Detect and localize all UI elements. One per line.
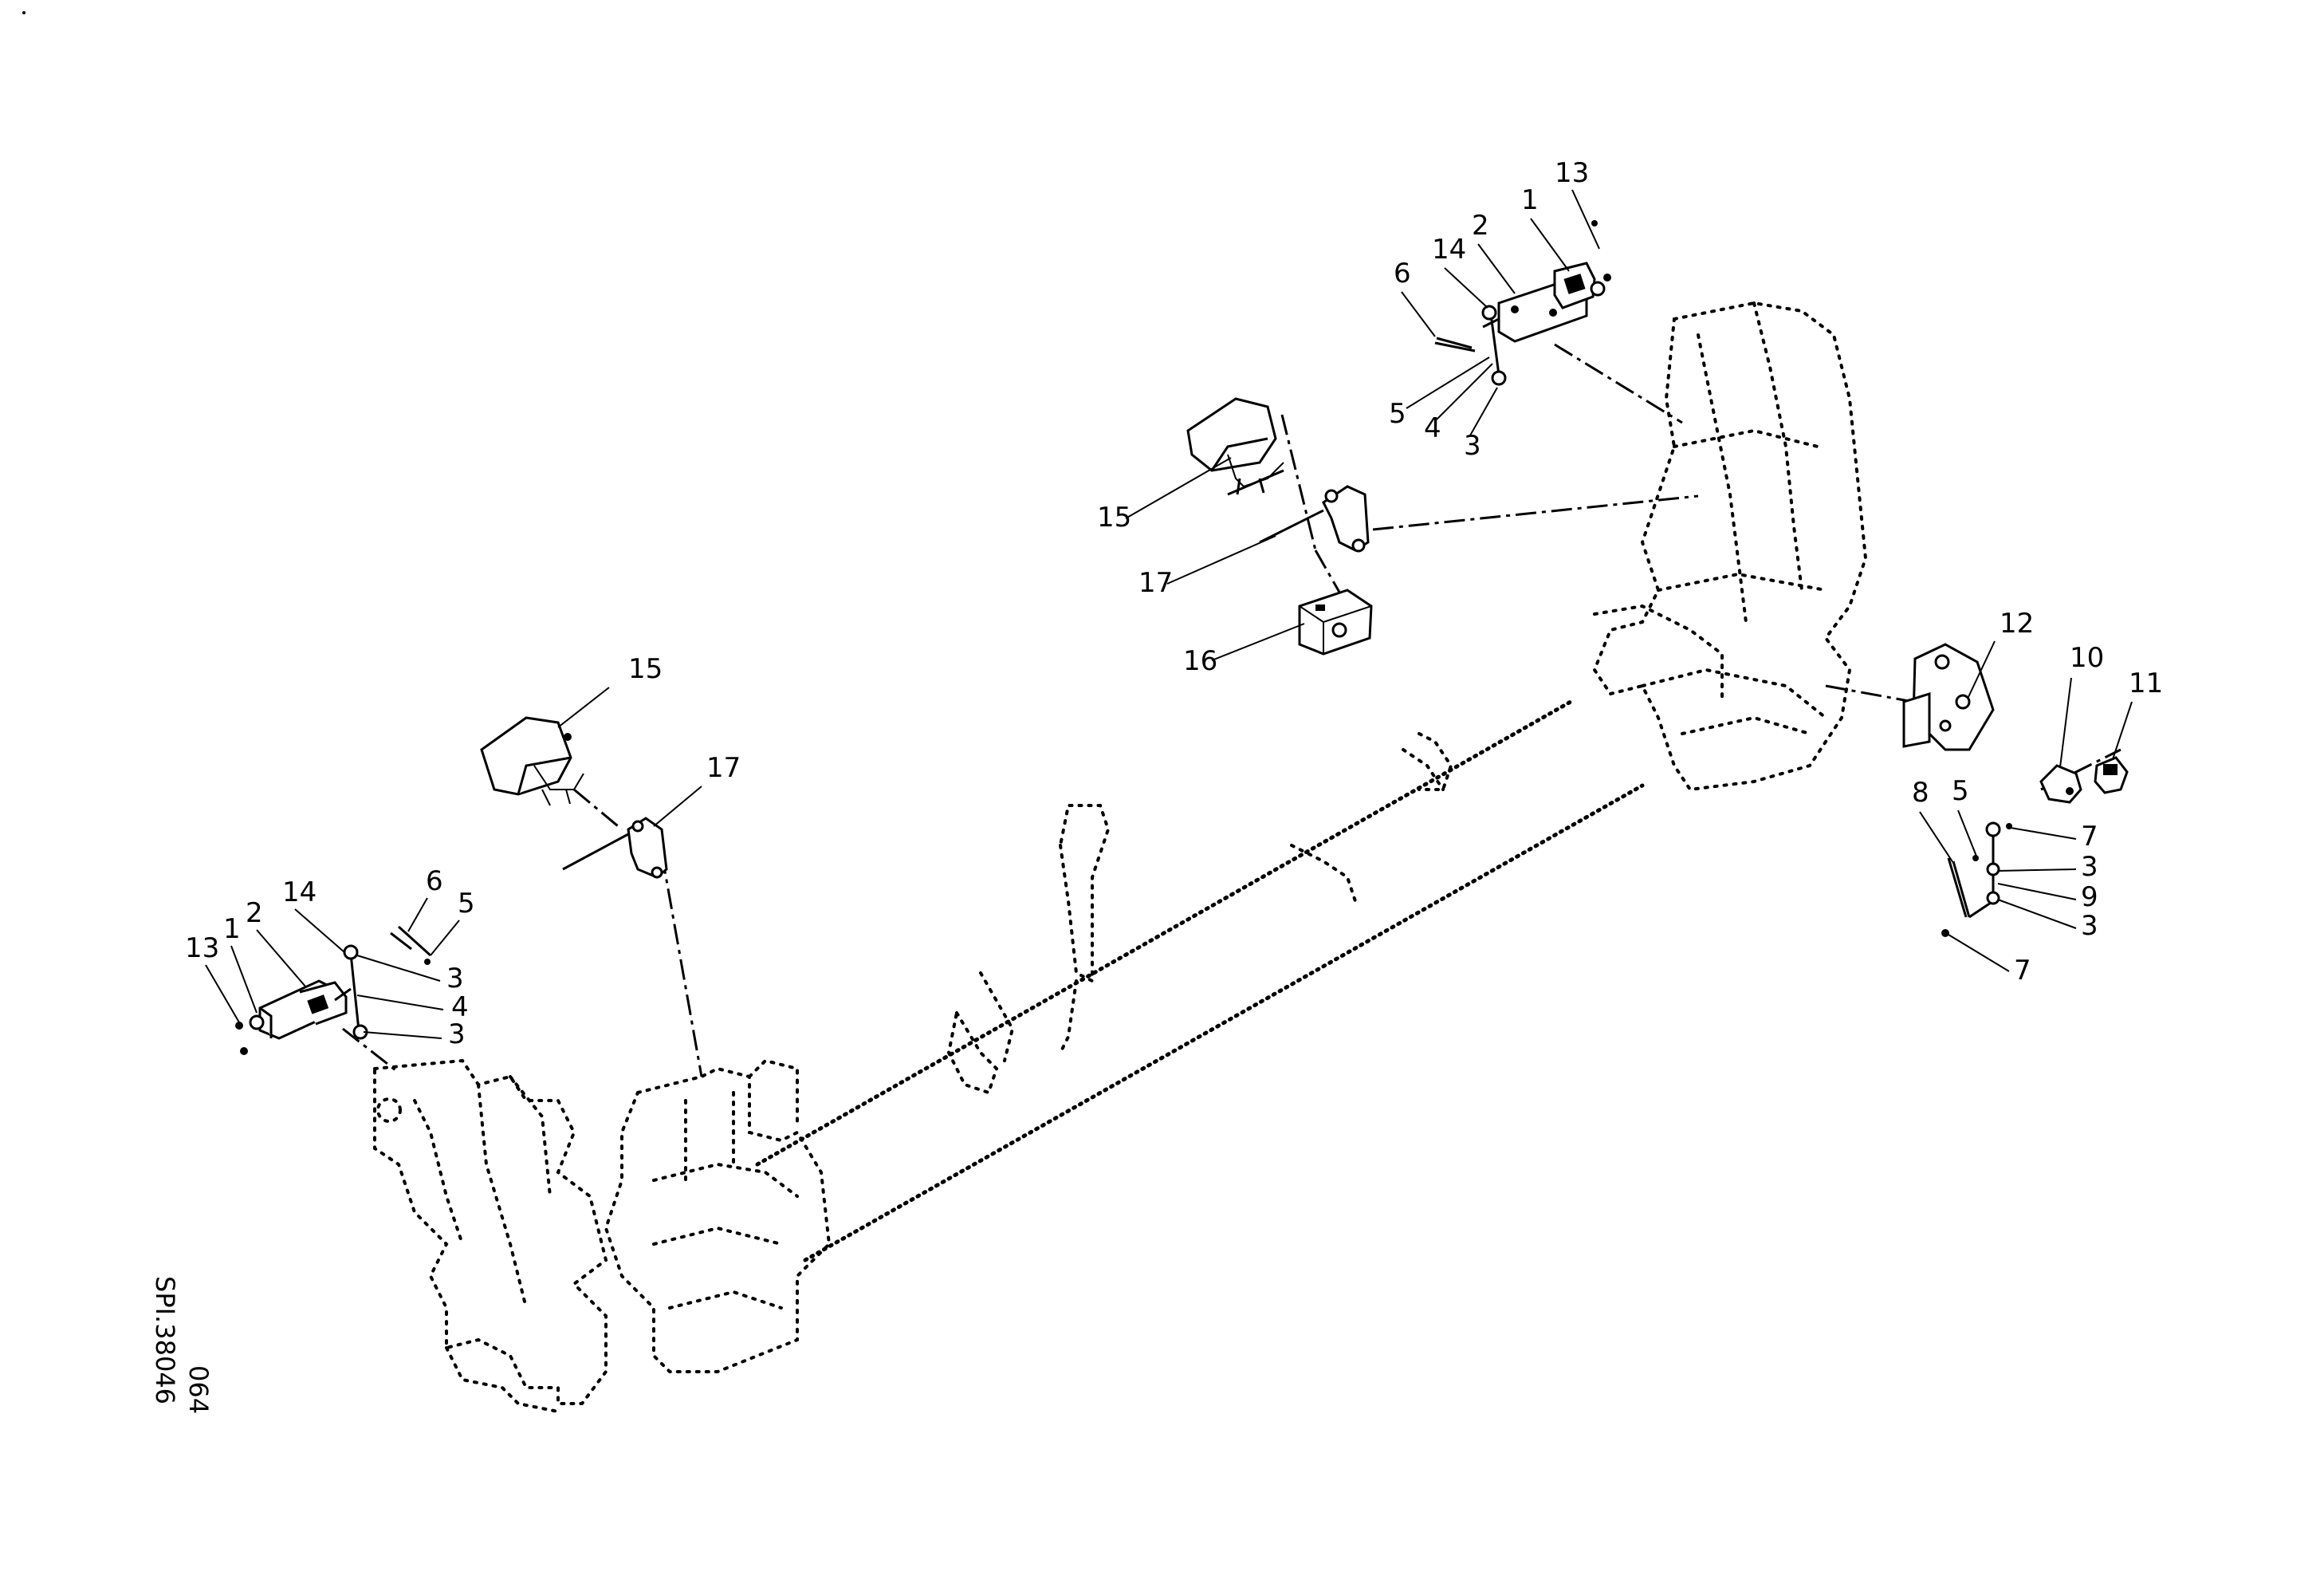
callout-c-31-l: 4 — [451, 991, 469, 1023]
callout-c-24-l: 13 — [185, 932, 219, 964]
callout-c-15-r: 8 — [1912, 777, 1929, 809]
callout-c-25-l: 1 — [223, 913, 241, 945]
drawing-code-line-2: 064 — [183, 1365, 214, 1414]
callout-c-28-l: 6 — [426, 865, 443, 897]
callout-c-20-r: 3 — [2081, 910, 2098, 942]
callout-c-17-r: 7 — [2081, 821, 2098, 853]
callout-c-14-r: 11 — [2129, 668, 2163, 699]
callout-c-18-r: 3 — [2081, 851, 2098, 883]
rear-axle-housing-outline — [1592, 301, 1868, 792]
bracket-assembly-right — [1902, 643, 2129, 937]
callout-c-6-tr: 5 — [1389, 398, 1406, 430]
callout-c-2-tr: 1 — [1521, 184, 1539, 216]
callout-c-3-tr: 2 — [1472, 210, 1489, 242]
drawing-code: SPI.38046 064 — [150, 1276, 214, 1414]
callout-c-12-r: 12 — [2000, 608, 2034, 640]
sensor-assembly-left — [235, 925, 432, 1055]
cover-assembly-left-center — [480, 716, 668, 879]
callout-c-11-tc: 16 — [1183, 645, 1217, 677]
sensor-assembly-top-right — [1434, 220, 1611, 386]
callout-c-21-r: 7 — [2014, 955, 2031, 987]
callout-c-1-tr: 13 — [1555, 157, 1589, 189]
front-axle-housing-outline — [373, 1058, 832, 1413]
callout-c-5-tr: 6 — [1394, 258, 1411, 289]
callout-c-16-r: 5 — [1952, 775, 1969, 807]
callout-c-32-l: 3 — [448, 1018, 466, 1050]
corner-mark — [22, 11, 26, 14]
callout-c-26-l: 2 — [246, 897, 263, 929]
callout-c-9-tc: 15 — [1097, 502, 1131, 534]
axle-tube-outline — [755, 699, 1645, 1262]
leader-lines — [205, 189, 2133, 1039]
callout-c-23-lc: 17 — [706, 752, 741, 784]
callout-c-10-tc: 17 — [1138, 567, 1173, 599]
drawing-code-line-1: SPI.38046 — [150, 1276, 180, 1404]
callout-c-7-tr: 4 — [1424, 412, 1441, 444]
callout-c-4-tr: 14 — [1432, 234, 1466, 266]
callout-c-27-l: 14 — [282, 876, 317, 908]
callout-c-8-tr: 3 — [1464, 430, 1481, 462]
callout-c-30-l: 3 — [446, 963, 464, 994]
callout-c-29-l: 5 — [458, 888, 475, 920]
cover-assembly-top-center — [1186, 397, 1373, 656]
callout-c-13-r: 10 — [2070, 642, 2104, 674]
callout-c-19-r: 9 — [2081, 881, 2098, 913]
assembly-lines — [342, 343, 2121, 1077]
callout-c-22-lc: 15 — [628, 653, 663, 685]
